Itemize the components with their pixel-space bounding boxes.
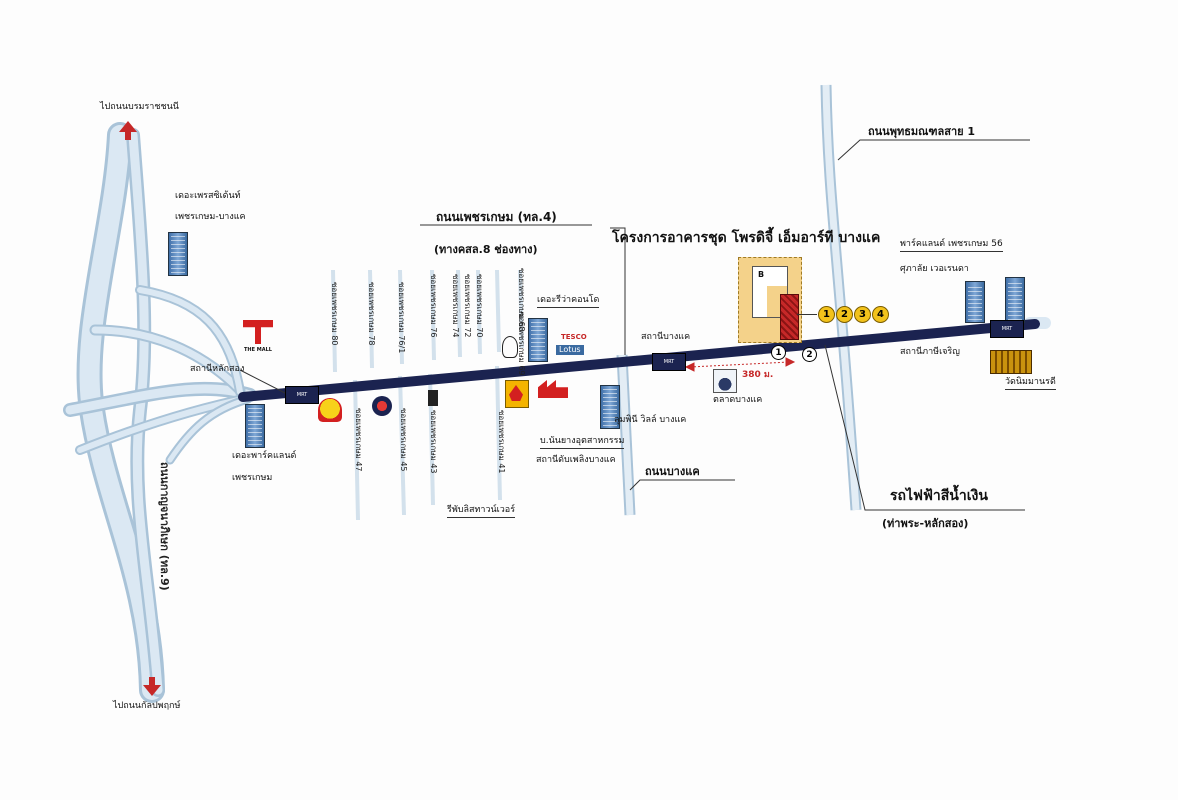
temple-icon xyxy=(990,350,1032,374)
park-land-label: พาร์คแลนด์ เพชรเกษม 56 xyxy=(900,240,1003,252)
phetkasem-road-sublabel: (ทางคสล.8 ช่องทาง) xyxy=(434,243,538,256)
north-arrow-stem xyxy=(125,132,131,140)
lumpini-building-icon xyxy=(600,385,620,429)
kanchanaphisek-highway xyxy=(63,122,257,703)
riva-label: เดอะรีว่าคอนโด xyxy=(537,296,600,308)
phasi-charoen-mrt-icon: MRT xyxy=(990,320,1024,338)
south-arrow-stem xyxy=(149,677,155,685)
tesco-label: TESCO xyxy=(561,333,587,341)
supalai-label: ศุภาลัย เวอเรนดา xyxy=(900,264,969,274)
project-title: โครงการอาคารชุด โพรดิจี้ เอ็มอาร์ที บางแ… xyxy=(612,230,881,246)
project-marker-1: 1 xyxy=(818,306,835,323)
to-south-label: ไปถนนกัลปพฤกษ์ xyxy=(113,701,181,711)
leader-lines xyxy=(239,139,1030,511)
soi-70-label: ซอยเพชรเกษม 70 xyxy=(475,274,484,338)
soi-76-1-label: ซอยเพชรเกษม 76/1 xyxy=(397,282,406,354)
project-tower xyxy=(780,294,799,340)
bangkhae-market-label: ตลาดบางแค xyxy=(713,395,763,405)
lumpini-label: ลุมพินี วิลล์ บางแค xyxy=(614,415,687,425)
soi-76-label: ซอยเพชรเกษม 76 xyxy=(429,274,438,338)
riva-building-icon xyxy=(528,318,548,362)
kanchanaphisek-label: ถนนกาญจนาภิเษก (ทล.9) xyxy=(158,462,171,591)
the-parkland-sublabel: เพชรเกษม xyxy=(232,473,273,483)
soi-74-label: ซอยเพชรเกษม 74 xyxy=(451,274,460,338)
project-marker-2: 2 xyxy=(836,306,853,323)
bang-khae-mrt-icon: MRT xyxy=(652,353,686,371)
blue-line-sublabel: (ท่าพระ-หลักสอง) xyxy=(882,517,969,530)
phetkasem-main-road xyxy=(238,319,1040,402)
project-marker-3: 3 xyxy=(854,306,871,323)
market-icon xyxy=(713,369,737,393)
phetkasem-road-label: ถนนเพชรเกษม (ทล.4) xyxy=(436,210,557,224)
south-arrow-icon xyxy=(143,685,161,696)
phasi-charoen-station-label: สถานีภาษีเจริญ xyxy=(900,347,960,357)
site-letter: B xyxy=(758,270,765,279)
fire-station-icon xyxy=(505,380,529,408)
soi-69-label: ซอยเพชรเกษม 69 xyxy=(517,312,526,376)
the-parkland-label: เดอะพาร์คแลนด์ xyxy=(232,451,297,461)
lak-song-station-label: สถานีหลักสอง xyxy=(190,364,245,374)
soi-72-label: ซอยเพชรเกษม 72 xyxy=(463,274,472,338)
project-marker-4: 4 xyxy=(872,306,889,323)
the-prestige-building-icon xyxy=(168,232,188,276)
lotus-label: Lotus xyxy=(556,345,584,355)
fire-station-label: สถานีดับเพลิงบางแค xyxy=(536,455,616,465)
soi-80-label: ซอยเพชรเกษม 80 xyxy=(330,282,339,346)
marker-leader-line xyxy=(797,314,817,315)
to-north-label: ไปถนนบรมราชชนนี xyxy=(100,102,179,112)
distance-label: 380 ม. xyxy=(742,370,774,380)
the-mall-label: THE MALL xyxy=(244,347,272,353)
temple-label: วัดนิมมานรดี xyxy=(1005,378,1056,390)
lak-song-mrt-icon: MRT xyxy=(285,386,319,404)
soi-41-label: ซอยเพชรเกษม 41 xyxy=(497,410,506,474)
soi-78-label: ซอยเพชรเกษม 78 xyxy=(367,282,376,346)
the-parkland-building-icon xyxy=(245,404,265,448)
factory-label: บ.นันยางอุตสาหกรรม xyxy=(540,437,625,449)
bangkhae-road-label: ถนนบางแค xyxy=(645,465,700,478)
the-prestige-sublabel: เพชรเกษม-บางแค xyxy=(175,212,246,222)
river-power-label: รีพับลิสทาวน์เวอร์ xyxy=(447,506,516,518)
soi-43-label: ซอยเพชรเกษม 43 xyxy=(429,410,438,474)
blue-line-label: รถไฟฟ้าสีน้ำเงิน xyxy=(890,488,988,504)
north-arrow-icon xyxy=(119,121,137,132)
phutthamonthon-label: ถนนพุทธมณฑลสาย 1 xyxy=(868,125,976,138)
landmark-outline-icon xyxy=(502,336,518,358)
ptt-logo-icon xyxy=(372,396,392,416)
phutthamonthon-road xyxy=(820,84,862,511)
shell-logo-icon xyxy=(318,398,342,422)
station-exit-1: 1 xyxy=(771,345,786,360)
bang-khae-station-label: สถานีบางแค xyxy=(641,332,691,342)
park-land-building-icon xyxy=(965,281,985,323)
the-prestige-label: เดอะเพรสซิเด้นท์ xyxy=(175,191,241,201)
bangkhae-road xyxy=(616,354,636,516)
soi-lines-north xyxy=(331,269,524,373)
supalai-building-icon xyxy=(1005,277,1025,323)
distance-arrow xyxy=(684,357,796,372)
soi-45-label: ซอยเพชรเกษม 45 xyxy=(399,408,408,472)
station-exit-2: 2 xyxy=(802,347,817,362)
soi-43-marker-icon xyxy=(428,390,438,406)
soi-47-label: ซอยเพชรเกษม 47 xyxy=(354,408,363,472)
